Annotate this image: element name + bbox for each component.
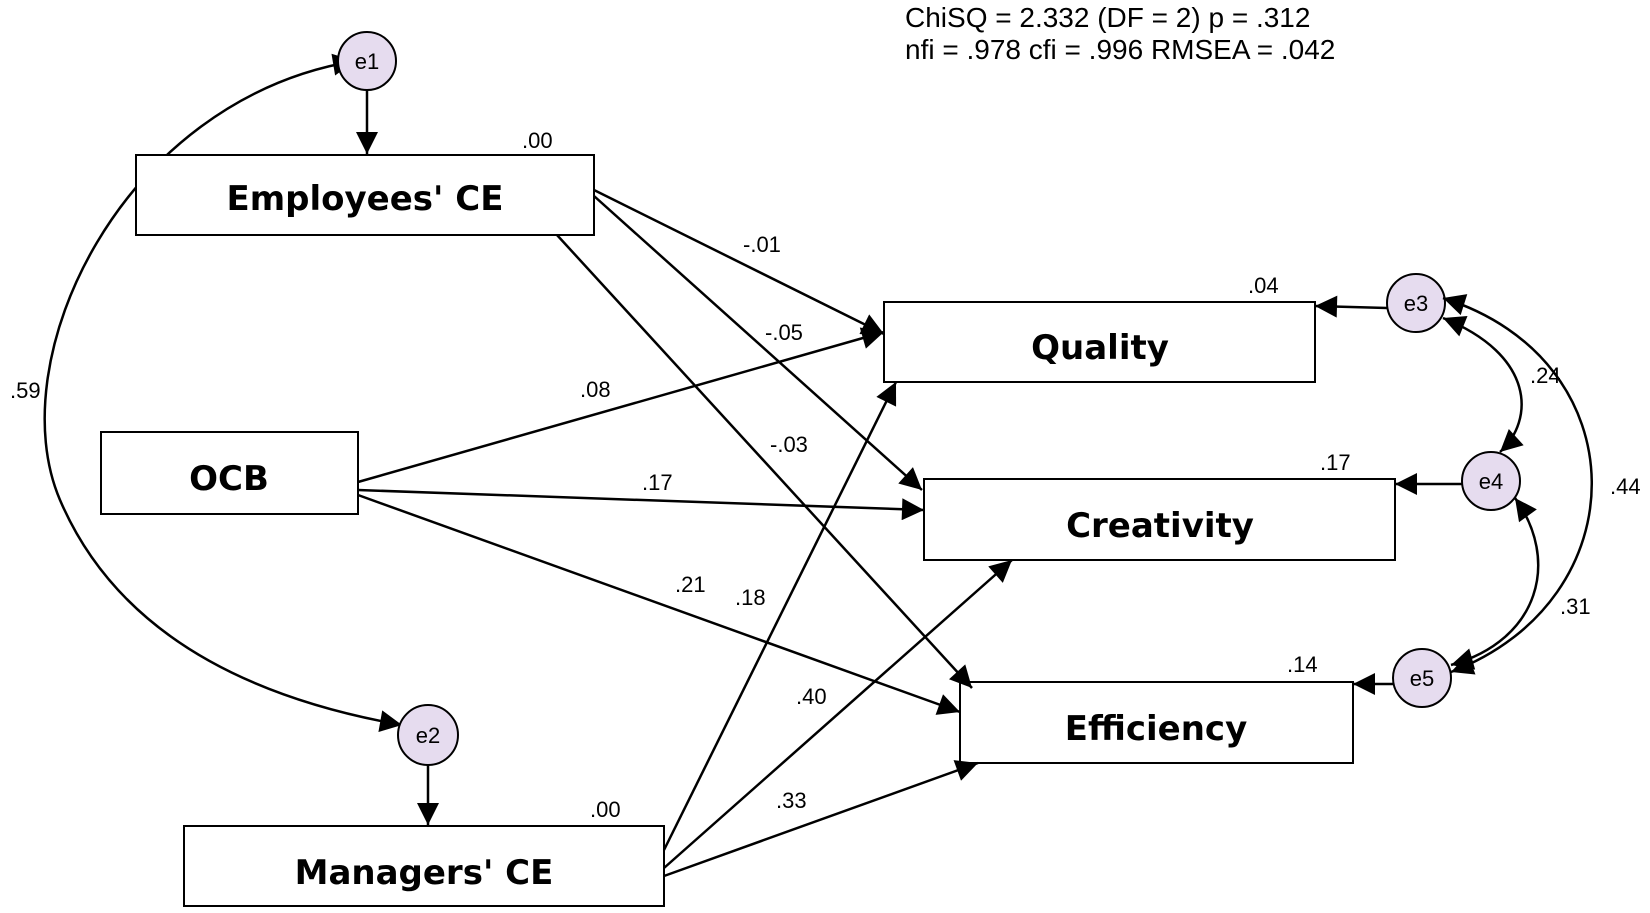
covariance-e4-e5-label: .31 bbox=[1560, 594, 1591, 619]
efficiency-box bbox=[959, 681, 1354, 764]
covariance-e1-e2 bbox=[43, 53, 403, 733]
quality-box bbox=[883, 301, 1316, 383]
path-e3-quality bbox=[1314, 295, 1388, 318]
covariance-e4-e5 bbox=[1450, 497, 1540, 670]
error-e5-label: e5 bbox=[1410, 666, 1434, 691]
covariance-e1-e2-label: .59 bbox=[10, 378, 41, 403]
path-managers-quality bbox=[662, 381, 898, 851]
creativity-label: Creativity bbox=[1066, 506, 1254, 546]
path-ocb-creativity-label: .17 bbox=[642, 470, 673, 495]
path-employees-efficiency bbox=[556, 234, 973, 689]
employees-ce-r2: .00 bbox=[522, 128, 553, 153]
error-e2-label: e2 bbox=[416, 723, 440, 748]
error-e5-node bbox=[1392, 648, 1452, 708]
path-managers-creativity bbox=[663, 559, 1013, 869]
efficiency-r2: .14 bbox=[1287, 652, 1318, 677]
employees-ce-box bbox=[135, 154, 595, 236]
path-employees-efficiency-label: -.03 bbox=[770, 432, 808, 457]
path-employees-quality bbox=[593, 188, 885, 336]
covariance-e3-e5-label: .44 bbox=[1610, 474, 1641, 499]
employees-ce-label: Employees' CE bbox=[227, 179, 504, 219]
fit-stats-line1: ChiSQ = 2.332 (DF = 2) p = .312 bbox=[905, 2, 1310, 33]
path-ocb-creativity bbox=[357, 488, 925, 521]
creativity-r2: .17 bbox=[1320, 450, 1351, 475]
path-managers-quality-label: .18 bbox=[735, 585, 766, 610]
ocb-label: OCB bbox=[189, 459, 269, 499]
quality-r2: .04 bbox=[1248, 273, 1279, 298]
managers-ce-r2: .00 bbox=[590, 797, 621, 822]
path-managers-creativity-label: .40 bbox=[796, 684, 827, 709]
error-e3-label: e3 bbox=[1404, 291, 1428, 316]
efficiency-label: Efficiency bbox=[1065, 709, 1248, 749]
path-employees-quality-label: -.01 bbox=[743, 232, 781, 257]
error-e4-label: e4 bbox=[1479, 469, 1503, 494]
path-ocb-efficiency-label: .21 bbox=[675, 572, 706, 597]
path-managers-efficiency-label: .33 bbox=[776, 788, 807, 813]
managers-ce-label: Managers' CE bbox=[295, 853, 554, 893]
fit-stats-line2: nfi = .978 cfi = .996 RMSEA = .042 bbox=[905, 34, 1335, 65]
creativity-box bbox=[923, 478, 1396, 561]
managers-ce-box bbox=[183, 825, 665, 907]
path-ocb-efficiency bbox=[357, 493, 961, 715]
path-employees-creativity-label: -.05 bbox=[765, 320, 803, 345]
error-e1-label: e1 bbox=[355, 49, 379, 74]
ocb-box bbox=[100, 431, 359, 515]
path-managers-efficiency bbox=[663, 760, 979, 878]
path-ocb-quality bbox=[357, 327, 885, 484]
quality-label: Quality bbox=[1031, 328, 1169, 368]
path-ocb-quality-label: .08 bbox=[580, 377, 611, 402]
covariance-e3-e4 bbox=[1442, 316, 1524, 453]
